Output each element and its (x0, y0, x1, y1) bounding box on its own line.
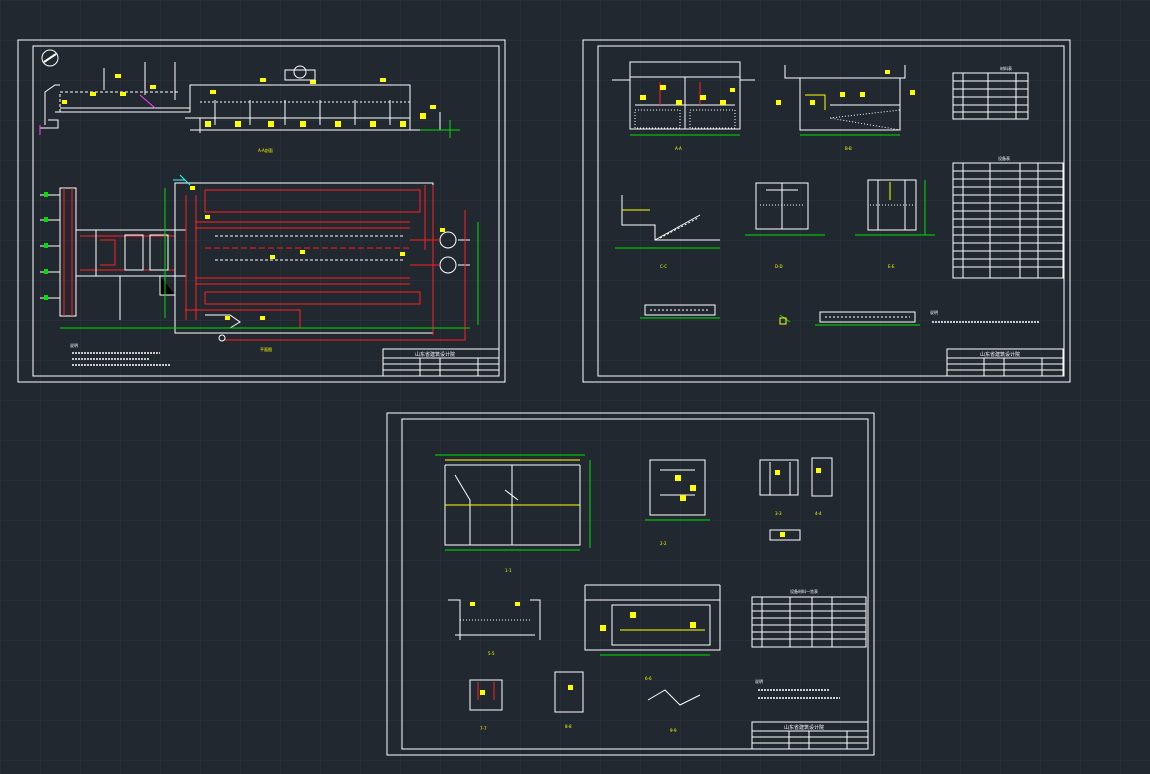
section-detail-1: A-A (612, 61, 755, 151)
svg-text:说明: 说明 (70, 342, 78, 348)
material-table: 材料表 (952, 65, 1029, 120)
detail-chamber-2: E-E (855, 179, 935, 269)
svg-text:1-1: 1-1 (505, 568, 512, 573)
detail-beam (815, 311, 920, 326)
svg-text:设备材料一览表: 设备材料一览表 (790, 588, 818, 594)
valve-detail: 2-2 (645, 459, 710, 546)
svg-text:说明: 说明 (755, 678, 763, 684)
svg-text:设备表: 设备表 (998, 155, 1010, 161)
north-arrow-icon (41, 49, 59, 67)
schedule-table: 设备材料一览表 (751, 588, 867, 648)
section-caption: A-A剖面 (258, 147, 273, 153)
bottom-details: 7-7 8-8 9-9 (469, 671, 701, 733)
sheet-1[interactable]: A-A剖面 (17, 39, 506, 383)
sheet-3[interactable]: 1-1 2-2 3-3 4-4 (386, 412, 875, 756)
svg-text:5-5: 5-5 (488, 651, 495, 656)
detail-small (779, 314, 791, 325)
sheet-1-notes: 说明 (70, 342, 170, 366)
small-sections: 3-3 4-4 (759, 457, 833, 541)
detail-weir: C-C (615, 195, 720, 269)
sheet-1-outer-border (17, 39, 506, 383)
sheet-2-notes: 说明 (930, 309, 1040, 323)
sheet-3-title-block: 山东省建筑设计院 (751, 721, 869, 750)
section-detail-2: B-B (776, 65, 915, 151)
svg-text:4-4: 4-4 (815, 511, 822, 516)
sheet-2-title-block: 山东省建筑设计院 (946, 348, 1064, 377)
sheet-2-outer-border (582, 39, 1071, 383)
svg-text:山东省建筑设计院: 山东省建筑设计院 (415, 351, 455, 358)
plan-caption: 平面图 (260, 346, 272, 352)
svg-text:7-7: 7-7 (480, 726, 487, 731)
svg-text:9-9: 9-9 (670, 728, 677, 733)
svg-text:B-B: B-B (845, 146, 852, 151)
wall-section: 5-5 (448, 599, 541, 656)
sheet-3-inner-border (401, 418, 869, 750)
svg-text:山东省建筑设计院: 山东省建筑设计院 (784, 724, 824, 731)
sheet-3-outer-border (386, 412, 875, 756)
tank-elevation: 1-1 (435, 454, 591, 573)
sheet-2[interactable]: A-A B-B 材料表 设备表 (582, 39, 1071, 383)
sheet-3-notes: 说明 (755, 678, 840, 699)
sheet-1-title-block: 山东省建筑设计院 (382, 348, 500, 377)
sheet-2-inner-border (597, 45, 1065, 377)
sheet-1-inner-border (32, 45, 500, 377)
svg-text:3-3: 3-3 (775, 511, 782, 516)
svg-text:说明: 说明 (930, 309, 938, 315)
equipment-table: 设备表 (952, 155, 1064, 279)
svg-text:C-C: C-C (660, 264, 667, 269)
svg-text:2-2: 2-2 (660, 541, 667, 546)
svg-text:山东省建筑设计院: 山东省建筑设计院 (980, 351, 1020, 358)
svg-text:材料表: 材料表 (1000, 65, 1012, 71)
svg-text:D-D: D-D (775, 264, 783, 269)
svg-text:A-A: A-A (675, 146, 682, 151)
section-elevation-view (39, 62, 460, 138)
plan-view (40, 174, 479, 342)
detail-chamber-1: D-D (745, 182, 825, 269)
svg-text:E-E: E-E (888, 264, 895, 269)
detail-slab (640, 304, 720, 319)
svg-text:8-8: 8-8 (565, 724, 572, 729)
pit-plan: 6-6 (584, 584, 721, 681)
svg-text:6-6: 6-6 (645, 676, 652, 681)
